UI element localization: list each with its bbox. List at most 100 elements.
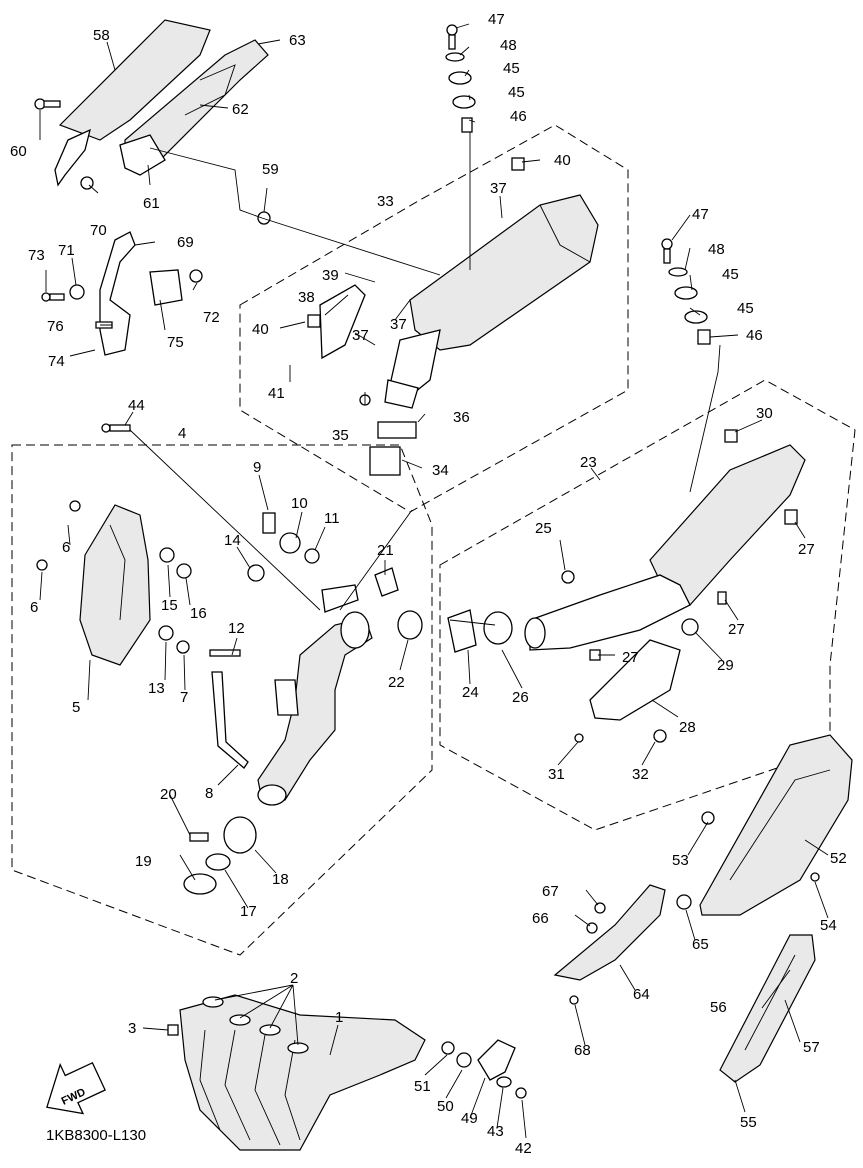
callout-49: 49 (461, 1110, 478, 1127)
callout-61: 61 (143, 195, 160, 212)
callout-labels: 1 2 3 4 5 6 6 7 8 9 10 11 12 13 14 15 16… (10, 11, 847, 1157)
callout-41: 41 (268, 385, 285, 402)
callout-59: 59 (262, 161, 279, 178)
callout-36: 36 (453, 409, 470, 426)
heat-cover-5 (79, 504, 151, 666)
callout-37c: 37 (352, 327, 369, 344)
callout-75: 75 (167, 334, 184, 351)
callout-50: 50 (437, 1098, 454, 1115)
group-33-outline (239, 124, 629, 513)
heat-protector-58 (54, 19, 211, 187)
callout-55: 55 (740, 1114, 757, 1131)
callout-45d: 45 (737, 300, 754, 317)
callout-52: 52 (830, 850, 847, 867)
callout-19: 19 (135, 853, 152, 870)
exhaust-header-1 (179, 994, 426, 1151)
callout-47b: 47 (692, 206, 709, 223)
protector-55-57 (719, 934, 816, 1083)
callout-38: 38 (298, 289, 315, 306)
callout-27b: 27 (728, 621, 745, 638)
callout-27a: 27 (798, 541, 815, 558)
callout-58: 58 (93, 27, 110, 44)
callout-40a: 40 (554, 152, 571, 169)
callout-26: 26 (512, 689, 529, 706)
callout-65: 65 (692, 936, 709, 953)
mounting-bracket-69 (95, 231, 183, 356)
protector-64 (553, 884, 666, 981)
callout-2: 2 (290, 970, 298, 987)
callout-46a: 46 (510, 108, 527, 125)
callout-8: 8 (205, 785, 213, 802)
callout-37a: 37 (490, 180, 507, 197)
callout-44: 44 (128, 397, 145, 414)
group-23-outline (439, 379, 856, 831)
callout-23: 23 (580, 454, 597, 471)
callout-72: 72 (203, 309, 220, 326)
callout-43: 43 (487, 1123, 504, 1140)
callout-57: 57 (803, 1039, 820, 1056)
callout-51: 51 (414, 1078, 431, 1095)
callout-67: 67 (542, 883, 559, 900)
callout-24: 24 (462, 684, 479, 701)
callout-12: 12 (228, 620, 245, 637)
callout-15: 15 (161, 597, 178, 614)
assembly-group-outlines (11, 124, 856, 956)
callout-16: 16 (190, 605, 207, 622)
callout-54: 54 (820, 917, 837, 934)
callout-56: 56 (710, 999, 727, 1016)
callout-39: 39 (322, 267, 339, 284)
protector-52 (699, 734, 853, 916)
callout-4: 4 (178, 425, 186, 442)
fwd-arrow-icon: FWD (46, 1061, 106, 1115)
callout-3: 3 (128, 1020, 136, 1037)
diagram-code: 1KB8300-L130 (46, 1127, 146, 1144)
callout-29: 29 (717, 657, 734, 674)
callout-14: 14 (224, 532, 241, 549)
callout-60: 60 (10, 143, 27, 160)
callout-22: 22 (388, 674, 405, 691)
callout-13: 13 (148, 680, 165, 697)
callout-17: 17 (240, 903, 257, 920)
callout-53: 53 (672, 852, 689, 869)
callout-74: 74 (48, 353, 65, 370)
callout-45c: 45 (722, 266, 739, 283)
callout-32: 32 (632, 766, 649, 783)
callout-40b: 40 (252, 321, 269, 338)
callout-20: 20 (160, 786, 177, 803)
callout-48b: 48 (708, 241, 725, 258)
callout-18: 18 (272, 871, 289, 888)
callout-45b: 45 (508, 84, 525, 101)
callout-34: 34 (432, 462, 449, 479)
muffler-23 (524, 444, 806, 721)
callout-62: 62 (232, 101, 249, 118)
clamp-gasket-24-26 (397, 609, 513, 653)
callout-1: 1 (335, 1009, 343, 1026)
callout-5: 5 (72, 699, 80, 716)
callout-63: 63 (289, 32, 306, 49)
callout-73: 73 (28, 247, 45, 264)
callout-46b: 46 (746, 327, 763, 344)
callout-42: 42 (515, 1140, 532, 1157)
heat-protector-62-63 (119, 39, 269, 176)
callout-37b: 37 (390, 316, 407, 333)
callout-28: 28 (679, 719, 696, 736)
callout-33: 33 (377, 193, 394, 210)
callout-7: 7 (180, 689, 188, 706)
callout-25: 25 (535, 520, 552, 537)
bracket-49 (477, 1039, 516, 1081)
callout-31: 31 (548, 766, 565, 783)
gaskets-2 (202, 996, 309, 1054)
callout-48a: 48 (500, 37, 517, 54)
callout-6b: 6 (30, 599, 38, 616)
callout-27c: 27 (622, 649, 639, 666)
callout-64: 64 (633, 986, 650, 1003)
callout-71: 71 (58, 242, 75, 259)
callout-35: 35 (332, 427, 349, 444)
callout-9: 9 (253, 459, 261, 476)
callout-21: 21 (377, 542, 394, 559)
callout-6a: 6 (62, 539, 70, 556)
silencer-33 (319, 194, 599, 409)
callout-76: 76 (47, 318, 64, 335)
